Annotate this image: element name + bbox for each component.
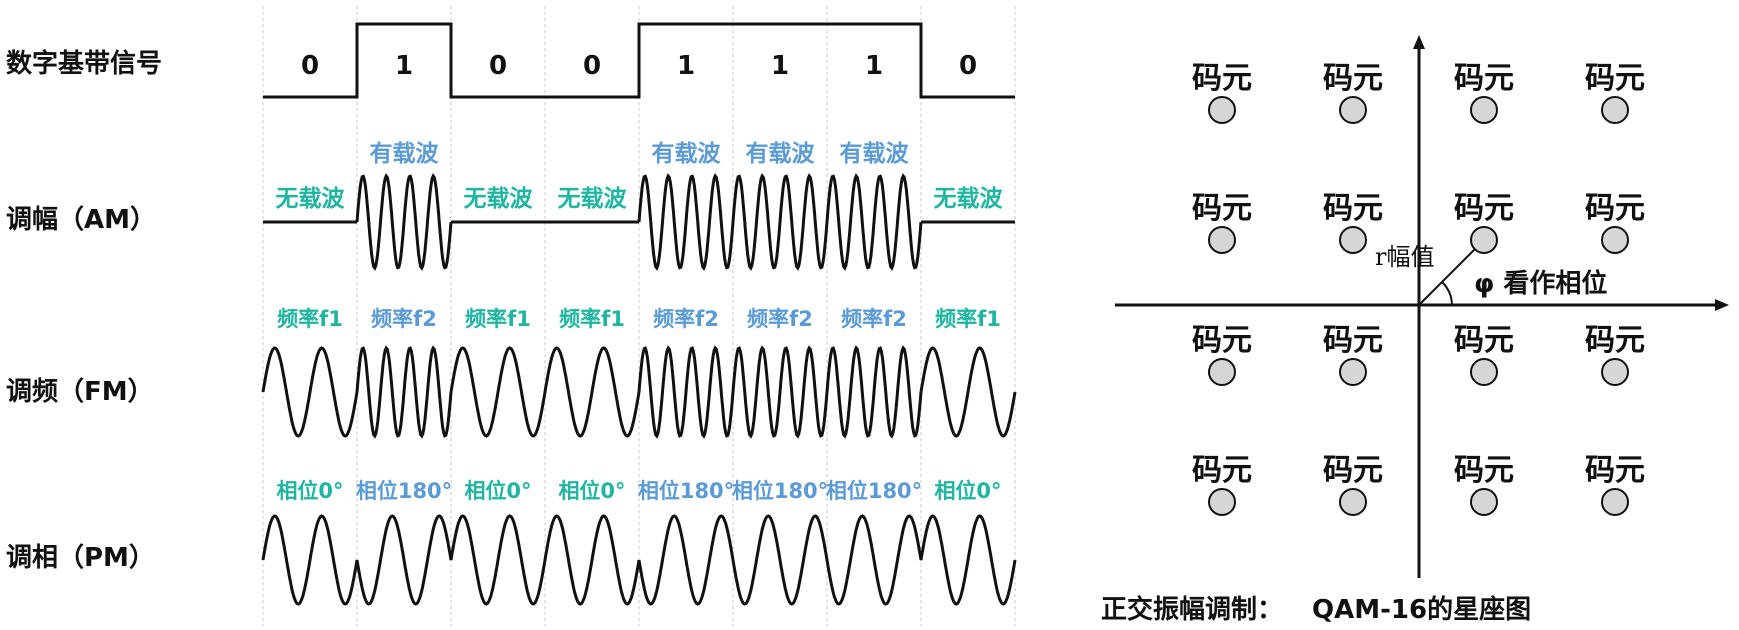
annotation-label: 相位180° xyxy=(638,479,734,503)
annotation-label: 有载波 xyxy=(652,140,722,167)
constellation-point xyxy=(1470,358,1498,386)
symbol-label: 码元 xyxy=(1323,323,1383,358)
pm-waveform xyxy=(261,514,1017,606)
symbol-label: 码元 xyxy=(1192,191,1252,226)
symbol-label: 码元 xyxy=(1454,191,1514,226)
constellation-point xyxy=(1339,358,1367,386)
row-label-fm: 调频（FM） xyxy=(6,377,154,407)
constellation-point xyxy=(1601,96,1629,124)
constellation-point xyxy=(1470,488,1498,516)
am-waveform xyxy=(263,173,1015,271)
baseband-signal-waveform xyxy=(263,22,1015,99)
annotation-label: 频率f1 xyxy=(559,307,625,331)
annotation-label: 频率f1 xyxy=(277,307,343,331)
symbol-label: 码元 xyxy=(1323,61,1383,96)
constellation-point xyxy=(1339,226,1367,254)
fm-frequency-labels: 频率f1 频率f2 频率f1 频率f1 频率f2 频率f2 频率f2 频率f1 xyxy=(277,307,1001,331)
caption-title: QAM-16的星座图 xyxy=(1312,594,1531,625)
bit-label: 1 xyxy=(395,51,413,81)
constellation-point xyxy=(1208,488,1236,516)
annotation-label: 有载波 xyxy=(370,140,440,167)
pm-phase-labels: 相位0°相位180°相位0°相位0°相位180°相位180°相位180°相位0° xyxy=(276,479,1001,503)
row-label-pm: 调相（PM） xyxy=(6,543,155,573)
symbol-label: 码元 xyxy=(1454,453,1514,488)
constellation-point xyxy=(1470,96,1498,124)
amplitude-label: r幅值 xyxy=(1375,243,1434,271)
annotation-label: 相位0° xyxy=(934,479,1001,503)
fm-waveform xyxy=(261,345,1017,439)
symbol-label: 码元 xyxy=(1192,61,1252,96)
symbol-label: 码元 xyxy=(1192,453,1252,488)
bit-label: 0 xyxy=(959,51,977,81)
constellation-point xyxy=(1208,226,1236,254)
vertical-axis-arrowhead xyxy=(1413,35,1425,49)
horizontal-axis-arrowhead xyxy=(1715,299,1729,311)
row-label-am: 调幅（AM） xyxy=(6,205,156,235)
annotation-label: 频率f1 xyxy=(935,307,1001,331)
symbol-label: 码元 xyxy=(1323,453,1383,488)
constellation-point xyxy=(1601,358,1629,386)
amplitude-vector xyxy=(1418,239,1485,306)
symbol-label: 码元 xyxy=(1585,453,1645,488)
bit-label: 0 xyxy=(583,51,601,81)
symbol-label: 码元 xyxy=(1323,191,1383,226)
annotation-label: 无载波 xyxy=(276,186,346,212)
annotation-label: 有载波 xyxy=(746,140,816,167)
annotation-label: 无载波 xyxy=(464,186,534,212)
annotation-label: 相位180° xyxy=(356,479,452,503)
annotation-label: 相位180° xyxy=(732,479,828,503)
constellation-point xyxy=(1601,226,1629,254)
annotation-label: 有载波 xyxy=(840,140,910,167)
symbol-label: 码元 xyxy=(1585,191,1645,226)
annotation-label: 频率f1 xyxy=(465,307,531,331)
annotation-label: 相位0° xyxy=(558,479,625,503)
am-carrier-labels: 无载波有载波无载波无载波有载波有载波有载波无载波 xyxy=(276,140,1004,212)
constellation-point xyxy=(1339,488,1367,516)
bit-label: 1 xyxy=(677,51,695,81)
constellation-point xyxy=(1208,358,1236,386)
constellation-point xyxy=(1470,226,1498,254)
bit-labels: 0 1 0 0 1 1 1 0 xyxy=(301,51,977,81)
phase-angle-arc xyxy=(1441,281,1453,306)
caption-prefix: 正交振幅调制： xyxy=(1101,594,1283,625)
symbol-label: 码元 xyxy=(1454,61,1514,96)
annotation-label: 无载波 xyxy=(934,186,1004,212)
annotation-label: 频率f2 xyxy=(653,307,719,331)
symbol-label: 码元 xyxy=(1454,323,1514,358)
annotation-label: 频率f2 xyxy=(747,307,813,331)
constellation-point xyxy=(1208,96,1236,124)
annotation-label: 相位0° xyxy=(464,479,531,503)
bit-label: 0 xyxy=(489,51,507,81)
bit-label: 1 xyxy=(771,51,789,81)
slot-divider-lines xyxy=(262,6,1016,626)
annotation-label: 无载波 xyxy=(558,186,628,212)
symbol-label: 码元 xyxy=(1192,323,1252,358)
annotation-label: 相位180° xyxy=(826,479,922,503)
bit-label: 1 xyxy=(865,51,883,81)
row-label-baseband: 数字基带信号 xyxy=(6,48,162,79)
symbol-label: 码元 xyxy=(1585,323,1645,358)
bit-label: 0 xyxy=(301,51,319,81)
qam16-constellation-points: 码元码元码元码元码元码元码元码元码元码元码元码元码元码元码元码元 xyxy=(1192,61,1645,516)
annotation-label: 频率f2 xyxy=(841,307,907,331)
symbol-label: 码元 xyxy=(1585,61,1645,96)
annotation-label: 频率f2 xyxy=(371,307,437,331)
constellation-point xyxy=(1601,488,1629,516)
annotation-label: 相位0° xyxy=(276,479,343,503)
constellation-point xyxy=(1339,96,1367,124)
phase-label: φ 看作相位 xyxy=(1474,268,1607,299)
